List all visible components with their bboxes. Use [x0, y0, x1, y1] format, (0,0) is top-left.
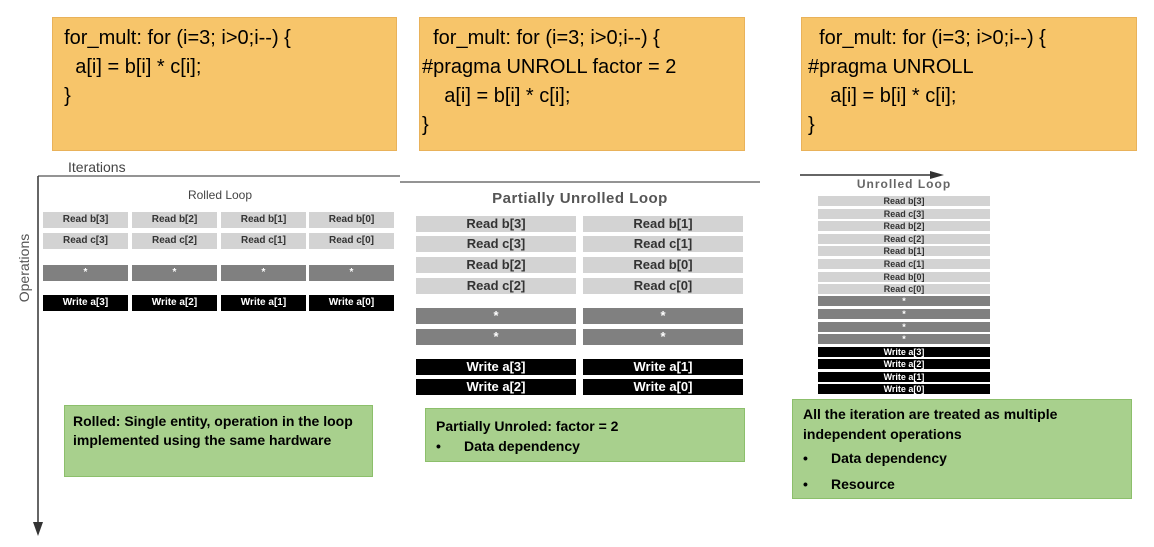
code-line: for_mult: for (i=3; i>0;i--) {: [53, 27, 291, 49]
read-cell: Read b[0]: [818, 271, 990, 282]
code-line: a[i] = b[i] * c[i];: [422, 85, 571, 107]
multiply-cell: *: [583, 308, 743, 324]
write-cell: Write a[2]: [132, 295, 217, 311]
read-cell: Read c[3]: [416, 236, 576, 252]
note-unrolled: All the iteration are treated as multipl…: [792, 399, 1132, 499]
partial-title: Partially Unrolled Loop: [492, 190, 668, 207]
multiply-cell: *: [309, 265, 394, 281]
code-line: a[i] = b[i] * c[i];: [53, 56, 202, 78]
read-cell: Read b[2]: [818, 221, 990, 232]
write-cell: Write a[1]: [221, 295, 306, 311]
unrolled-title: Unrolled Loop: [856, 177, 952, 191]
read-cell: Read c[3]: [43, 233, 128, 249]
read-cell: Read c[0]: [818, 284, 990, 295]
read-cell: Read c[0]: [583, 278, 743, 294]
multiply-cell: *: [221, 265, 306, 281]
multiply-cell: *: [583, 329, 743, 345]
read-cell: Read b[3]: [43, 212, 128, 228]
bullet-dot: •: [803, 450, 808, 466]
multiply-cell: *: [818, 321, 990, 332]
read-cell: Read c[2]: [818, 233, 990, 244]
iterations-label: Iterations: [68, 159, 126, 175]
code-box-partial: for_mult: for (i=3; i>0;i--) { #pragma U…: [419, 17, 745, 151]
write-cell: Write a[1]: [818, 371, 990, 382]
read-cell: Read c[0]: [309, 233, 394, 249]
read-cell: Read c[1]: [583, 236, 743, 252]
read-cell: Read c[3]: [818, 208, 990, 219]
note-partial: Partially Unroled: factor = 2 • Data depe…: [425, 408, 745, 462]
code-line: }: [808, 114, 815, 136]
write-cell: Write a[3]: [818, 347, 990, 357]
code-line: }: [53, 85, 71, 107]
code-line: }: [422, 114, 429, 136]
bullet-text: Data dependency: [831, 450, 947, 466]
note-bullet: • Data dependency: [436, 436, 734, 456]
read-cell: Read c[1]: [221, 233, 306, 249]
rolled-title: Rolled Loop: [187, 188, 253, 202]
read-cell: Read b[2]: [132, 212, 217, 228]
read-cell: Read b[1]: [221, 212, 306, 228]
code-line: #pragma UNROLL factor = 2: [422, 56, 677, 78]
bullet-text: Data dependency: [464, 438, 580, 454]
write-cell: Write a[3]: [43, 295, 128, 311]
read-cell: Read b[2]: [416, 257, 576, 273]
multiply-cell: *: [818, 334, 990, 345]
read-cell: Read b[3]: [416, 216, 576, 232]
read-cell: Read b[0]: [309, 212, 394, 228]
multiply-cell: *: [818, 296, 990, 306]
multiply-cell: *: [132, 265, 217, 281]
write-cell: Write a[0]: [309, 295, 394, 311]
write-cell: Write a[0]: [583, 379, 743, 395]
read-cell: Read b[0]: [583, 257, 743, 273]
note-bullet: • Data dependency: [803, 448, 1121, 468]
write-cell: Write a[3]: [416, 359, 576, 375]
code-line: #pragma UNROLL: [808, 56, 974, 78]
bullet-dot: •: [436, 438, 441, 454]
read-cell: Read c[1]: [818, 259, 990, 269]
bullet-text: Resource: [831, 476, 895, 492]
bullet-dot: •: [803, 476, 808, 492]
note-text: All the iteration are treated as multipl…: [803, 406, 1062, 442]
read-cell: Read b[3]: [818, 196, 990, 206]
read-cell: Read c[2]: [132, 233, 217, 249]
note-text: Rolled: Single entity, operation in the …: [73, 413, 357, 448]
write-cell: Write a[2]: [818, 359, 990, 370]
code-line: a[i] = b[i] * c[i];: [808, 85, 957, 107]
write-cell: Write a[2]: [416, 379, 576, 395]
multiply-cell: *: [416, 308, 576, 324]
write-cell: Write a[1]: [583, 359, 743, 375]
note-text: Partially Unroled: factor = 2: [436, 418, 619, 434]
read-cell: Read b[1]: [818, 246, 990, 257]
write-cell: Write a[0]: [818, 383, 990, 394]
read-cell: Read b[1]: [583, 216, 743, 232]
multiply-cell: *: [818, 308, 990, 319]
code-line: for_mult: for (i=3; i>0;i--) {: [422, 27, 660, 49]
code-box-unrolled: for_mult: for (i=3; i>0;i--) { #pragma U…: [801, 17, 1137, 151]
note-rolled: Rolled: Single entity, operation in the …: [64, 405, 373, 477]
note-bullet: • Resource: [803, 474, 1121, 494]
code-box-rolled: for_mult: for (i=3; i>0;i--) { a[i] = b[…: [52, 17, 397, 151]
multiply-cell: *: [43, 265, 128, 281]
multiply-cell: *: [416, 329, 576, 345]
code-line: for_mult: for (i=3; i>0;i--) {: [808, 27, 1046, 49]
read-cell: Read c[2]: [416, 278, 576, 294]
